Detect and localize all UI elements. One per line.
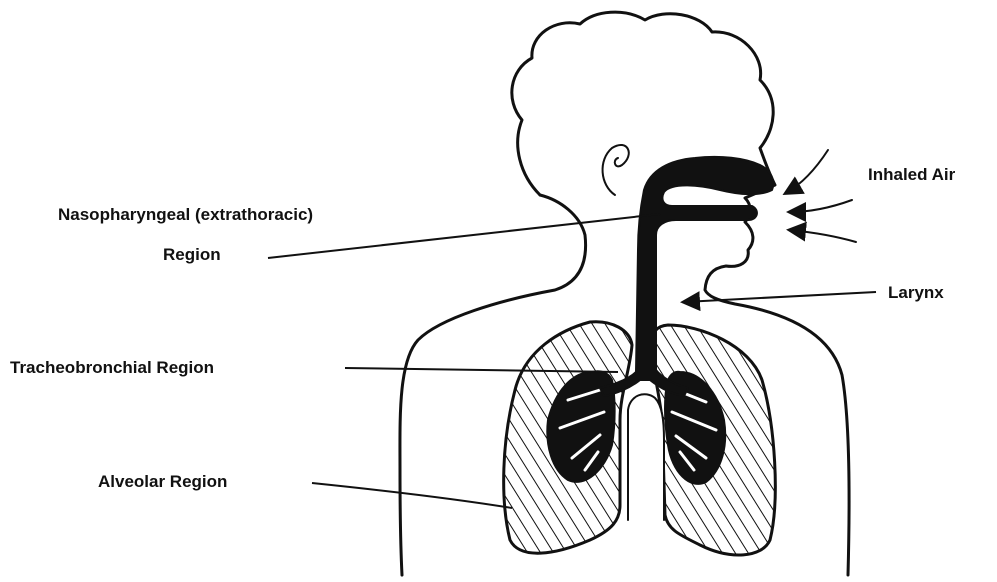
ear-icon	[603, 145, 629, 195]
inhaled-air-arrow-3	[790, 230, 856, 242]
label-nasopharyngeal: Nasopharyngeal (extrathoracic)	[58, 205, 313, 224]
label-tracheobronchial: Tracheobronchial Region	[10, 358, 214, 377]
label-larynx: Larynx	[888, 283, 944, 302]
label-alveolar: Alveolar Region	[98, 472, 227, 491]
inhaled-air-arrow-2	[790, 200, 852, 212]
alveolar-leader	[312, 483, 512, 508]
label-inhaled-air: Inhaled Air	[868, 165, 956, 184]
mediastinum-gap	[628, 394, 664, 520]
label-nasopharyngeal-region: Region	[163, 245, 221, 264]
inhaled-air-arrow-1	[786, 150, 828, 193]
nasopharyngeal-leader	[268, 214, 660, 258]
